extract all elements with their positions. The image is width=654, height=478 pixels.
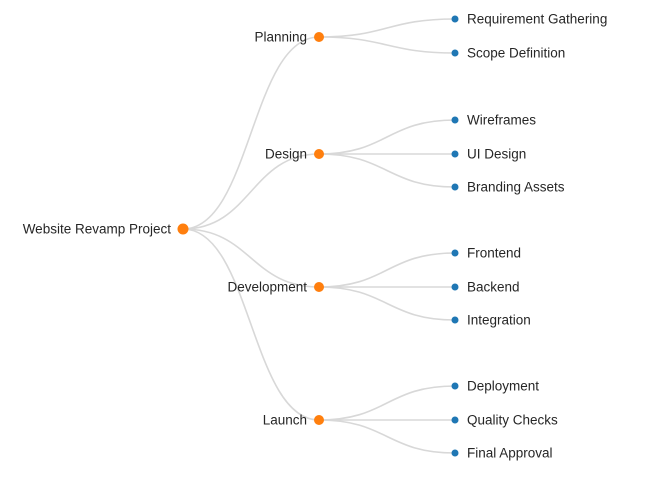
node-label-deployment[interactable]: Deployment: [467, 378, 540, 394]
node-dot-quality-checks[interactable]: [451, 416, 459, 424]
node-label-ui-design[interactable]: UI Design: [467, 146, 527, 162]
node-label-root[interactable]: Website Revamp Project: [22, 221, 171, 237]
node-label-branding-assets[interactable]: Branding Assets: [467, 179, 565, 195]
node-dot-scope-definition[interactable]: [451, 49, 459, 57]
node-label-development[interactable]: Development: [227, 279, 307, 295]
node-label-integration[interactable]: Integration: [467, 312, 531, 328]
node-dot-branding-assets[interactable]: [451, 183, 459, 191]
node-label-backend[interactable]: Backend: [467, 279, 520, 295]
node-label-requirement-gathering[interactable]: Requirement Gathering: [467, 11, 608, 27]
node-dot-final-approval[interactable]: [451, 449, 459, 457]
node-label-launch[interactable]: Launch: [262, 412, 307, 428]
tree-edge-requirement-gathering: [318, 18, 456, 38]
node-label-quality-checks[interactable]: Quality Checks: [467, 412, 558, 428]
node-label-scope-definition[interactable]: Scope Definition: [467, 45, 566, 61]
tree-edge-final-approval: [318, 419, 456, 454]
node-label-design[interactable]: Design: [264, 146, 307, 162]
tree-edge-planning: [182, 36, 320, 230]
tree-edge-frontend: [318, 252, 456, 288]
node-dot-wireframes[interactable]: [451, 116, 459, 124]
node-dot-backend[interactable]: [451, 283, 459, 291]
node-dot-integration[interactable]: [451, 316, 459, 324]
tree-edge-design: [182, 153, 320, 230]
node-label-planning[interactable]: Planning: [254, 29, 307, 45]
tree-edge-scope-definition: [318, 36, 456, 54]
node-label-final-approval[interactable]: Final Approval: [467, 445, 553, 461]
tree-edge-wireframes: [318, 119, 456, 155]
tree-edge-launch: [182, 228, 320, 421]
node-dot-root[interactable]: [177, 223, 189, 235]
node-label-frontend[interactable]: Frontend: [467, 245, 522, 261]
tree-edge-branding-assets: [318, 153, 456, 188]
node-dot-development[interactable]: [314, 282, 324, 292]
node-label-wireframes[interactable]: Wireframes: [467, 112, 537, 128]
node-dot-deployment[interactable]: [451, 382, 459, 390]
node-dot-planning[interactable]: [314, 32, 324, 42]
node-dot-ui-design[interactable]: [451, 150, 459, 158]
tree-edge-development: [182, 228, 320, 288]
tree-edge-deployment: [318, 385, 456, 421]
node-dot-requirement-gathering[interactable]: [451, 15, 459, 23]
node-dot-design[interactable]: [314, 149, 324, 159]
node-dot-launch[interactable]: [314, 415, 324, 425]
tree-edge-integration: [318, 286, 456, 321]
node-dot-frontend[interactable]: [451, 249, 459, 257]
